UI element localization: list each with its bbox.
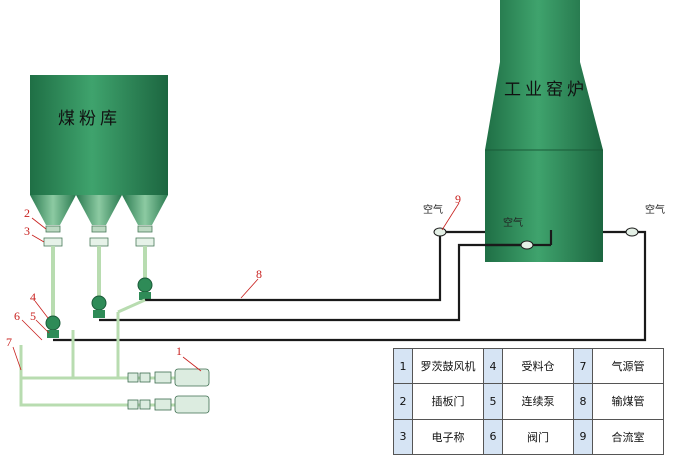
mixing-chambers xyxy=(433,227,639,250)
coal-silo: 煤粉库 xyxy=(30,75,168,225)
coal-conveying-pipes xyxy=(53,230,647,342)
legend-name: 受料仓 xyxy=(502,347,574,385)
callout-4: 4 xyxy=(30,290,36,304)
legend-num: 9 xyxy=(573,418,593,456)
legend-row: 3 电子称 6 阀门 9 合流室 xyxy=(393,418,664,456)
legend-name: 输煤管 xyxy=(592,383,664,420)
feed-pipes xyxy=(51,246,147,316)
kiln-label: 工业窑炉 xyxy=(504,80,588,100)
coal-silo-label: 煤粉库 xyxy=(58,109,121,129)
gate-valves xyxy=(43,225,155,247)
callouts xyxy=(12,202,460,372)
legend-num: 4 xyxy=(483,347,503,385)
callout-5: 5 xyxy=(30,309,36,323)
legend-name: 气源管 xyxy=(592,347,664,385)
callout-3: 3 xyxy=(24,224,30,238)
air-label-right: 空气 xyxy=(645,203,665,216)
callout-6: 6 xyxy=(14,309,20,323)
legend-num: 7 xyxy=(573,347,593,385)
air-label-left: 空气 xyxy=(423,203,443,216)
receiving-bins xyxy=(45,277,153,338)
legend-num: 5 xyxy=(483,383,503,420)
callout-2: 2 xyxy=(24,206,30,220)
callout-7: 7 xyxy=(6,335,12,349)
legend-num: 2 xyxy=(393,383,413,420)
legend-name: 插板门 xyxy=(412,383,484,420)
legend-num: 3 xyxy=(393,418,413,456)
legend-name: 电子称 xyxy=(412,418,484,456)
legend-num: 6 xyxy=(483,418,503,456)
industrial-kiln: 工业窑炉 xyxy=(485,0,603,262)
air-label-mid: 空气 xyxy=(503,216,523,229)
legend-row: 1 罗茨鼓风机 4 受料仓 7 气源管 xyxy=(393,347,664,385)
roots-blowers xyxy=(127,368,210,414)
legend-name: 罗茨鼓风机 xyxy=(412,347,484,385)
callout-9: 9 xyxy=(455,192,461,206)
legend-name: 合流室 xyxy=(592,418,664,456)
legend-row: 2 插板门 5 连续泵 8 输煤管 xyxy=(393,383,664,420)
legend-table: 1 罗茨鼓风机 4 受料仓 7 气源管 2 插板门 5 连续泵 8 输煤管 3 … xyxy=(393,347,664,456)
legend-name: 阀门 xyxy=(502,418,574,456)
legend-name: 连续泵 xyxy=(502,383,574,420)
legend-num: 1 xyxy=(393,347,413,385)
callout-1: 1 xyxy=(176,344,182,358)
legend-num: 8 xyxy=(573,383,593,420)
callout-8: 8 xyxy=(256,267,262,281)
